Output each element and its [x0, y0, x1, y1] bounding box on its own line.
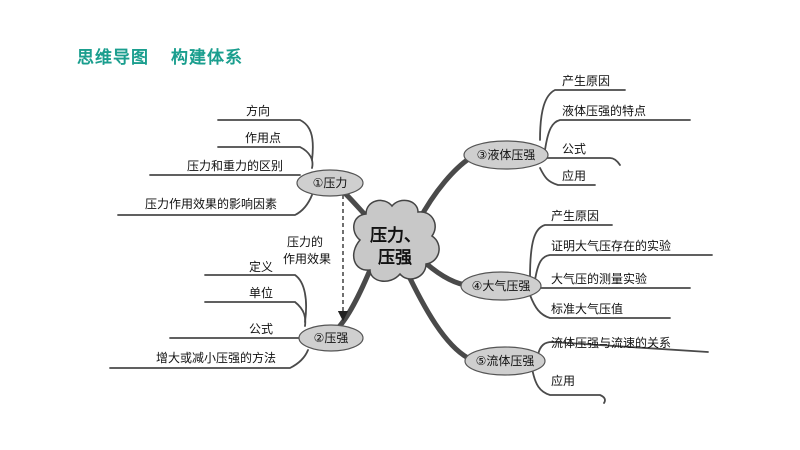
fluid-leaf-lines [531, 341, 709, 404]
pressure-force-leaf-lines [117, 119, 314, 216]
node-pressure-force-label: ①压力 [313, 176, 348, 190]
node-pressure-label: ②压强 [314, 331, 349, 345]
center-label-line2: 压强 [378, 248, 412, 268]
leaf-liquid-cause: 产生原因 [562, 74, 610, 88]
header-title-mindmap: 思维导图 [77, 48, 149, 68]
center-label-line1: 压力、 [370, 225, 421, 246]
node-liquid-label: ③液体压强 [477, 147, 536, 162]
leaf-liquid-formula: 公式 [562, 142, 586, 156]
branch-to-fluid [402, 265, 471, 361]
page-header: 思维导图 构建体系 [77, 43, 243, 68]
node-fluid: ⑤流体压强 [464, 346, 546, 376]
leaf-liquid-application: 应用 [562, 168, 586, 183]
leaf-atmo-proof: 证明大气压存在的实验 [551, 238, 671, 253]
leaf-atmo-cause: 产生原因 [551, 209, 599, 223]
node-atmospheric: ④大气压强 [460, 271, 542, 301]
node-pressure-force: ①压力 [296, 169, 364, 197]
leaf-definition: 定义 [249, 259, 273, 274]
node-pressure: ②压强 [298, 324, 364, 352]
leaf-atmo-measure: 大气压的测量实验 [551, 271, 647, 286]
leaf-unit: 单位 [249, 285, 273, 300]
node-fluid-label: ⑤流体压强 [476, 354, 535, 368]
atmospheric-leaf-lines [529, 224, 713, 319]
leaf-effect-factors: 压力作用效果的影响因素 [145, 196, 277, 211]
connector-label-line2: 作用效果 [283, 251, 331, 266]
leaf-atmo-standard: 标准大气压值 [551, 301, 623, 316]
center-cloud: 压力、 压强 [352, 199, 440, 282]
node-liquid: ③液体压强 [463, 140, 549, 170]
leaf-direction: 方向 [246, 103, 270, 118]
pressure-leaf-lines [109, 274, 309, 369]
leaf-increase-decrease: 增大或减小压强的方法 [156, 350, 276, 365]
leaf-liquid-features: 液体压强的特点 [562, 103, 646, 118]
node-atmospheric-label: ④大气压强 [472, 278, 531, 293]
leaf-formula: 公式 [249, 322, 273, 336]
liquid-leaf-lines [539, 89, 691, 186]
leaf-point-of-action: 作用点 [245, 131, 281, 145]
leaf-force-vs-gravity: 压力和重力的区别 [187, 158, 283, 173]
connector-label-line1: 压力的 [287, 234, 323, 249]
leaf-fluid-speed: 流体压强与流速的关系 [551, 335, 671, 350]
leaf-fluid-application: 应用 [551, 373, 575, 388]
header-title-system: 构建体系 [171, 48, 243, 68]
